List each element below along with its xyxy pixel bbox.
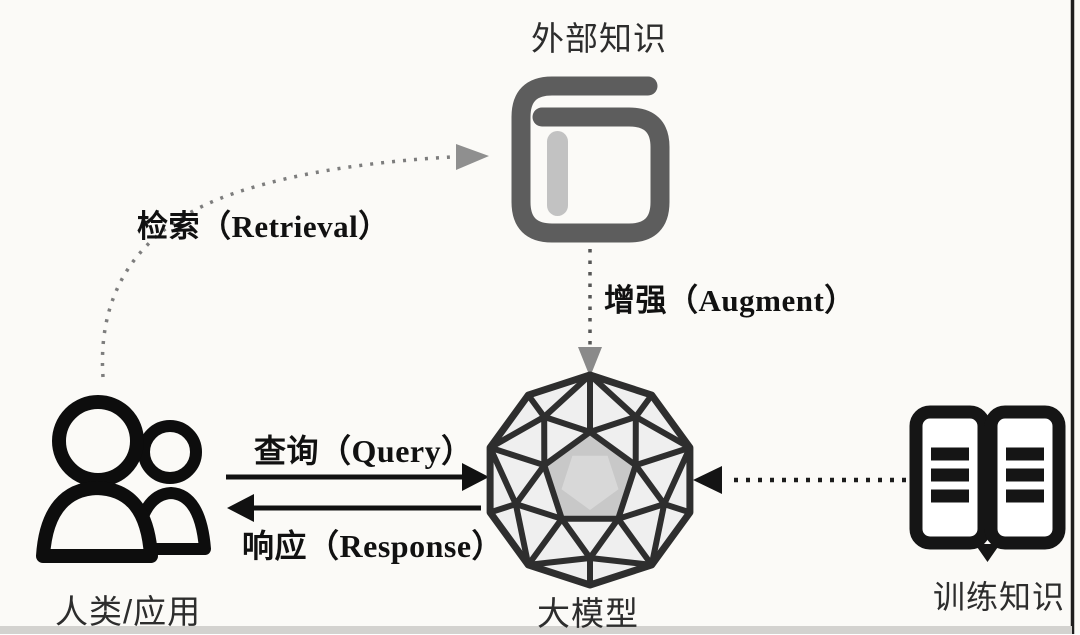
geodesic-sphere-icon [490, 375, 690, 585]
book-spine-notch [975, 544, 1000, 562]
training-arrowhead-icon [693, 466, 722, 494]
training-arrow [693, 466, 906, 494]
external-knowledge-label: 外部知识 [524, 12, 674, 60]
augment-edge-label: 增强（Augment） [604, 275, 856, 320]
human-app-label: 人类/应用 [55, 585, 201, 633]
response-arrow [227, 494, 481, 522]
training-knowledge-label: 训练知识 [933, 572, 1065, 618]
users-icon [43, 402, 205, 556]
retrieval-arrowhead-icon [456, 144, 489, 170]
retrieval-arrow [102, 144, 489, 377]
retrieval-edge-label: 检索（Retrieval） [137, 201, 390, 246]
bookmark-bar [547, 131, 568, 216]
augment-arrow [578, 249, 602, 377]
large-model-label: 大模型 [537, 587, 639, 635]
open-book-icon [916, 412, 1059, 562]
query-edge-label: 查询（Query） [254, 426, 474, 472]
response-edge-label: 响应（Response） [242, 521, 504, 567]
response-arrowhead-icon [227, 494, 254, 522]
book-cover-icon [521, 86, 660, 233]
